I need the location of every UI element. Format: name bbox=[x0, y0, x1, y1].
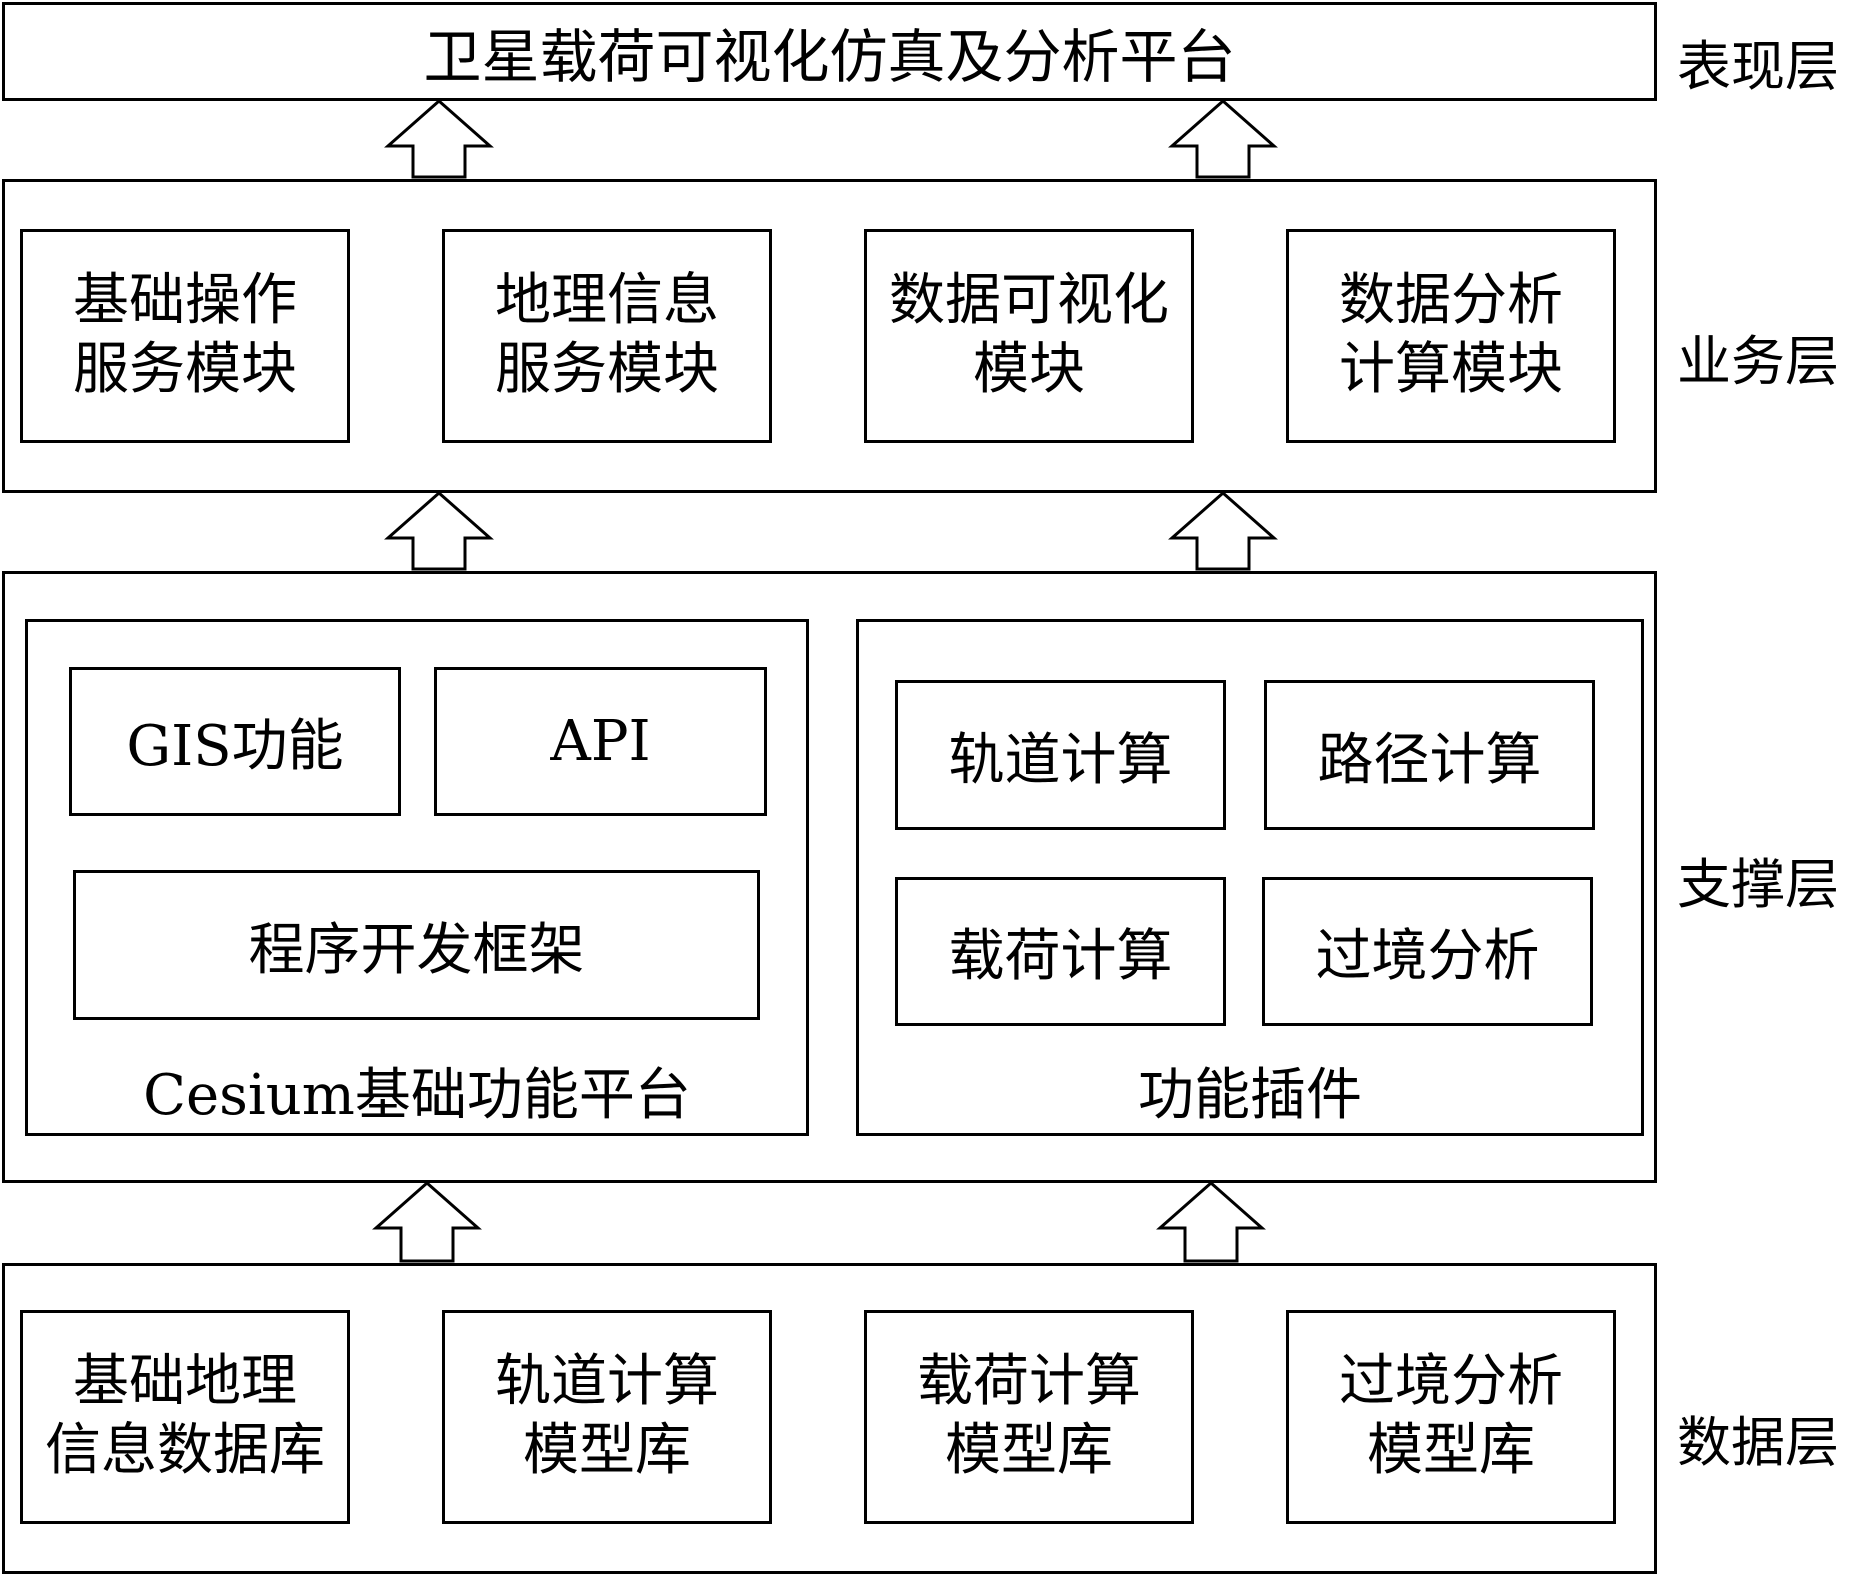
database-line-1: 过境分析 bbox=[1339, 1349, 1563, 1415]
plugin-transit-label: 过境分析 bbox=[1315, 924, 1540, 989]
database-line-1: 轨道计算 bbox=[495, 1349, 719, 1415]
cesium-platform-caption: Cesium基础功能平台 bbox=[143, 1063, 691, 1128]
plugin-path-label: 路径计算 bbox=[1317, 727, 1542, 793]
plugin-path-box: 路径计算 bbox=[1264, 680, 1595, 830]
api-box: API bbox=[434, 667, 767, 816]
module-line-1: 数据可视化 bbox=[889, 268, 1169, 334]
module-line-2: 模块 bbox=[973, 337, 1085, 402]
business-module-data-visualization: 数据可视化 模块 bbox=[864, 229, 1194, 443]
up-arrow-support-to-business-right bbox=[1168, 490, 1278, 571]
up-arrow-support-to-business-left bbox=[384, 490, 494, 571]
dev-framework-label: 程序开发框架 bbox=[248, 917, 585, 983]
module-line-2: 计算模块 bbox=[1339, 337, 1563, 402]
gis-function-box: GIS功能 bbox=[69, 667, 401, 816]
module-line-2: 服务模块 bbox=[73, 337, 297, 402]
data-layer-label: 数据层 bbox=[1677, 1411, 1839, 1474]
database-basic-geo: 基础地理 信息数据库 bbox=[20, 1310, 350, 1524]
module-line-1: 数据分析 bbox=[1339, 268, 1563, 334]
database-line-2: 模型库 bbox=[1367, 1418, 1535, 1483]
presentation-platform-title: 卫星载荷可视化仿真及分析平台 bbox=[423, 22, 1236, 91]
plugins-caption: 功能插件 bbox=[1138, 1063, 1362, 1128]
module-line-2: 服务模块 bbox=[495, 337, 719, 402]
business-module-basic-ops: 基础操作 服务模块 bbox=[20, 229, 350, 443]
gis-function-label: GIS功能 bbox=[126, 714, 344, 779]
up-arrow-business-to-presentation-left bbox=[384, 98, 494, 179]
up-arrow-data-to-support-left bbox=[372, 1180, 482, 1263]
plugin-payload-box: 载荷计算 bbox=[895, 877, 1226, 1026]
plugin-transit-box: 过境分析 bbox=[1262, 877, 1593, 1026]
dev-framework-box: 程序开发框架 bbox=[73, 870, 760, 1020]
up-arrow-data-to-support-right bbox=[1156, 1180, 1266, 1263]
plugin-payload-label: 载荷计算 bbox=[948, 924, 1173, 989]
up-arrow-business-to-presentation-right bbox=[1168, 98, 1278, 179]
database-line-1: 载荷计算 bbox=[917, 1349, 1141, 1415]
business-module-geo-info: 地理信息 服务模块 bbox=[442, 229, 772, 443]
plugin-orbit-label: 轨道计算 bbox=[948, 727, 1173, 793]
database-transit-model: 过境分析 模型库 bbox=[1286, 1310, 1616, 1524]
module-line-1: 地理信息 bbox=[495, 268, 719, 334]
database-line-1: 基础地理 bbox=[73, 1349, 297, 1415]
database-line-2: 信息数据库 bbox=[45, 1418, 325, 1483]
database-line-2: 模型库 bbox=[945, 1418, 1113, 1483]
support-layer-label: 支撑层 bbox=[1677, 853, 1839, 916]
presentation-layer-label: 表现层 bbox=[1677, 35, 1839, 98]
business-layer-label: 业务层 bbox=[1677, 330, 1839, 393]
database-line-2: 模型库 bbox=[523, 1418, 691, 1483]
plugin-orbit-box: 轨道计算 bbox=[895, 680, 1226, 830]
business-module-data-analysis: 数据分析 计算模块 bbox=[1286, 229, 1616, 443]
database-orbit-model: 轨道计算 模型库 bbox=[442, 1310, 772, 1524]
presentation-platform-box: 卫星载荷可视化仿真及分析平台 bbox=[2, 2, 1657, 101]
module-line-1: 基础操作 bbox=[73, 268, 297, 334]
api-label: API bbox=[550, 709, 651, 774]
database-payload-model: 载荷计算 模型库 bbox=[864, 1310, 1194, 1524]
